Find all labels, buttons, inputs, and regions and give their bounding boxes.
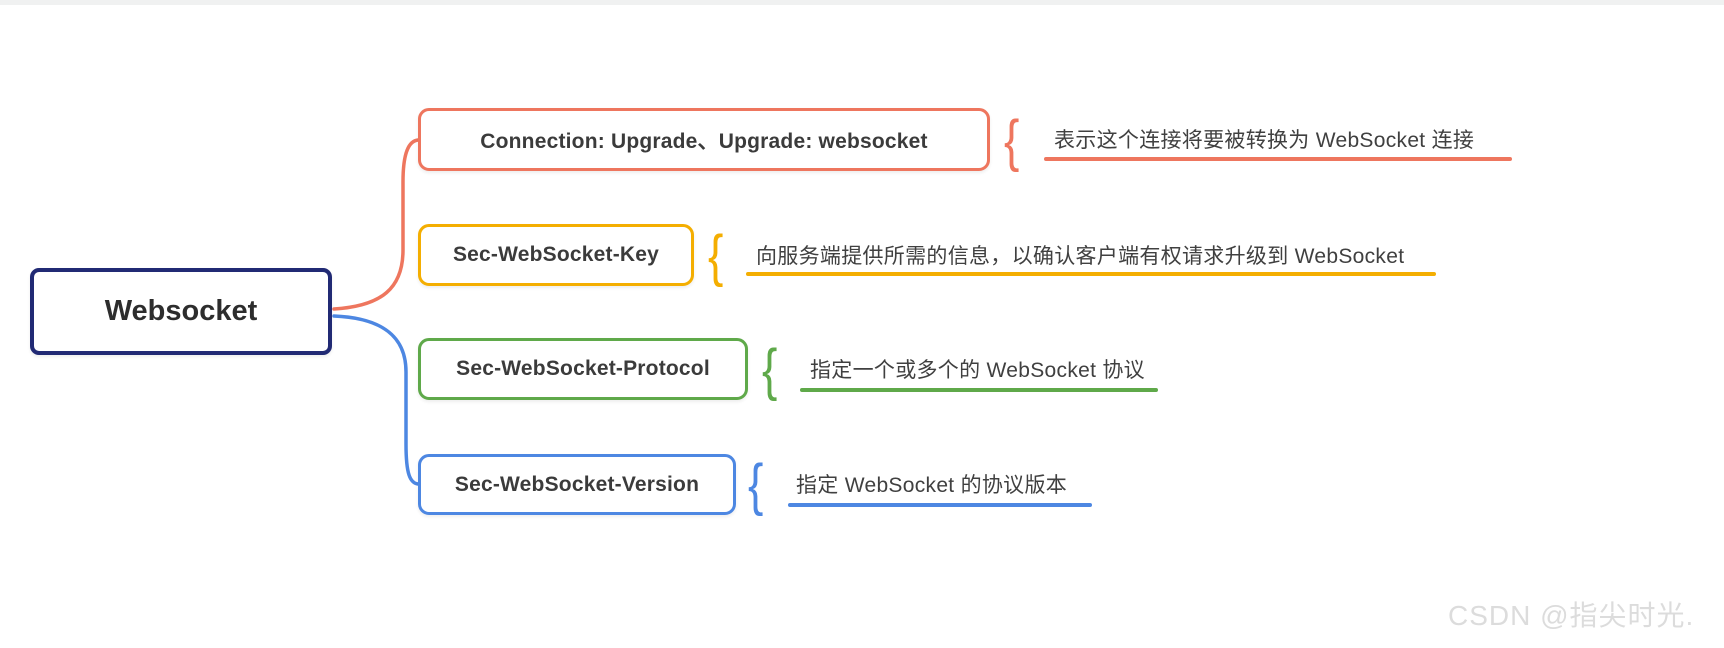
note-underline	[788, 503, 1092, 507]
node-sec-websocket-protocol-label: Sec-WebSocket-Protocol	[456, 357, 710, 380]
note-sec-websocket-protocol: 指定一个或多个的 WebSocket 协议	[810, 359, 1145, 382]
note-underline	[1044, 157, 1512, 161]
connector-root-to-connection	[332, 138, 420, 311]
brace-icon: {	[1004, 107, 1020, 173]
top-edge-band	[0, 0, 1724, 5]
note-underline	[800, 388, 1158, 392]
csdn-watermark: CSDN @指尖时光.	[1448, 600, 1695, 631]
node-sec-websocket-key-label: Sec-WebSocket-Key	[452, 243, 660, 266]
brace-icon: {	[762, 336, 778, 402]
node-connection-upgrade[interactable]: Connection: Upgrade、Upgrade: websocket	[418, 108, 990, 171]
node-sec-websocket-version-label: Sec-WebSocket-Version	[454, 472, 700, 496]
root-node-websocket[interactable]: Websocket	[30, 268, 332, 355]
note-connection-upgrade: 表示这个连接将要被转换为 WebSocket 连接	[1054, 129, 1475, 152]
node-sec-websocket-version[interactable]: Sec-WebSocket-Version	[418, 454, 736, 515]
connector-root-to-version	[332, 314, 420, 486]
brace-icon: {	[748, 451, 764, 517]
node-sec-websocket-protocol[interactable]: Sec-WebSocket-Protocol	[418, 338, 748, 400]
node-connection-upgrade-label: Connection: Upgrade、Upgrade: websocket	[480, 129, 928, 153]
brace-icon: {	[708, 222, 724, 288]
root-node-label: Websocket	[104, 295, 258, 327]
note-sec-websocket-key: 向服务端提供所需的信息，以确认客户端有权请求升级到 WebSocket	[756, 245, 1405, 268]
note-underline	[746, 272, 1436, 276]
note-sec-websocket-version: 指定 WebSocket 的协议版本	[796, 474, 1068, 497]
node-sec-websocket-key[interactable]: Sec-WebSocket-Key	[418, 224, 694, 286]
